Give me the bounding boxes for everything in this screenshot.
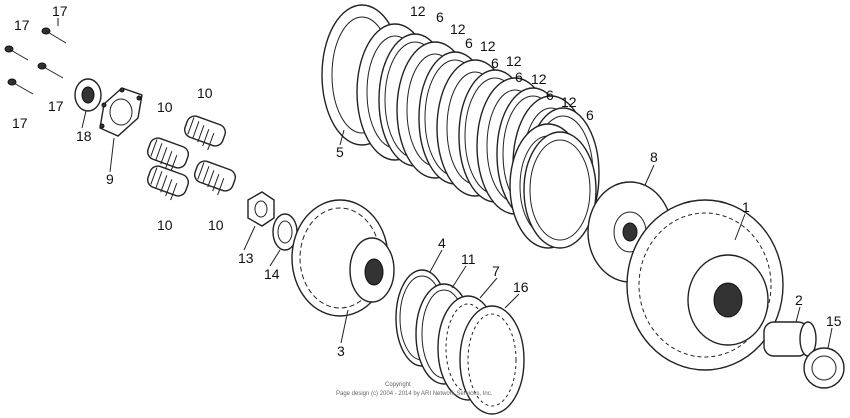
- label-12-d: 12: [506, 53, 522, 69]
- label-12-b: 12: [450, 21, 466, 37]
- washer-14[interactable]: [272, 213, 298, 251]
- spring-10-d[interactable]: [145, 164, 190, 201]
- spring-10-c[interactable]: [192, 159, 237, 196]
- label-9: 9: [106, 171, 114, 187]
- leader-lines: [57, 18, 833, 349]
- label-12-a: 12: [410, 3, 426, 19]
- label-6-a: 6: [436, 9, 444, 25]
- footer-copyright: Copyright: [385, 382, 411, 388]
- label-6-d: 6: [515, 69, 523, 85]
- label-14: 14: [264, 266, 280, 282]
- spring-10-b[interactable]: [145, 136, 190, 173]
- label-12-f: 12: [561, 94, 577, 110]
- bolt-17-low[interactable]: [7, 78, 34, 95]
- label-10-d: 10: [208, 217, 224, 233]
- footer-credit: Page design (c) 2004 - 2014 by ARI Netwo…: [336, 391, 493, 397]
- clutch-outer-1[interactable]: [626, 199, 784, 371]
- label-12-c: 12: [480, 38, 496, 54]
- label-17-top: 17: [52, 3, 68, 19]
- plate-16[interactable]: [459, 305, 525, 415]
- label-7: 7: [492, 263, 500, 279]
- bolt-17-left[interactable]: [4, 45, 29, 61]
- bearing-18[interactable]: [74, 78, 102, 112]
- clutch-center-3[interactable]: [291, 199, 395, 317]
- label-6-b: 6: [465, 35, 473, 51]
- label-8: 8: [650, 149, 658, 165]
- label-5: 5: [336, 144, 344, 160]
- label-15: 15: [826, 313, 842, 329]
- label-1: 1: [742, 199, 750, 215]
- bolt-17-top[interactable]: [41, 27, 67, 44]
- lifter-plate-9[interactable]: [99, 87, 143, 137]
- label-6-c: 6: [491, 55, 499, 71]
- bolt-17-mid[interactable]: [37, 62, 64, 79]
- label-17-mid: 17: [48, 98, 64, 114]
- label-2: 2: [795, 292, 803, 308]
- label-4: 4: [438, 235, 446, 251]
- label-12-e: 12: [531, 71, 547, 87]
- label-10-c: 10: [157, 217, 173, 233]
- label-10-a: 10: [197, 85, 213, 101]
- label-13: 13: [238, 250, 254, 266]
- label-18: 18: [76, 128, 92, 144]
- collar-2[interactable]: [763, 321, 817, 357]
- label-17-low: 17: [12, 115, 28, 131]
- label-10-b: 10: [157, 99, 173, 115]
- lock-nut-13[interactable]: [247, 191, 275, 227]
- disk-stack: [356, 23, 600, 249]
- spring-10-a[interactable]: [182, 114, 227, 151]
- callout-labels: 17 17 17 17 18 9 10 10 10 10 5 12 12 12 …: [12, 3, 842, 359]
- label-3: 3: [337, 343, 345, 359]
- label-17-left: 17: [14, 17, 30, 33]
- washer-15[interactable]: [803, 347, 845, 389]
- label-11: 11: [461, 251, 476, 267]
- label-6-e: 6: [546, 87, 554, 103]
- clutch-plate-6-f[interactable]: [523, 131, 597, 249]
- label-6-f: 6: [586, 107, 594, 123]
- label-16: 16: [513, 279, 529, 295]
